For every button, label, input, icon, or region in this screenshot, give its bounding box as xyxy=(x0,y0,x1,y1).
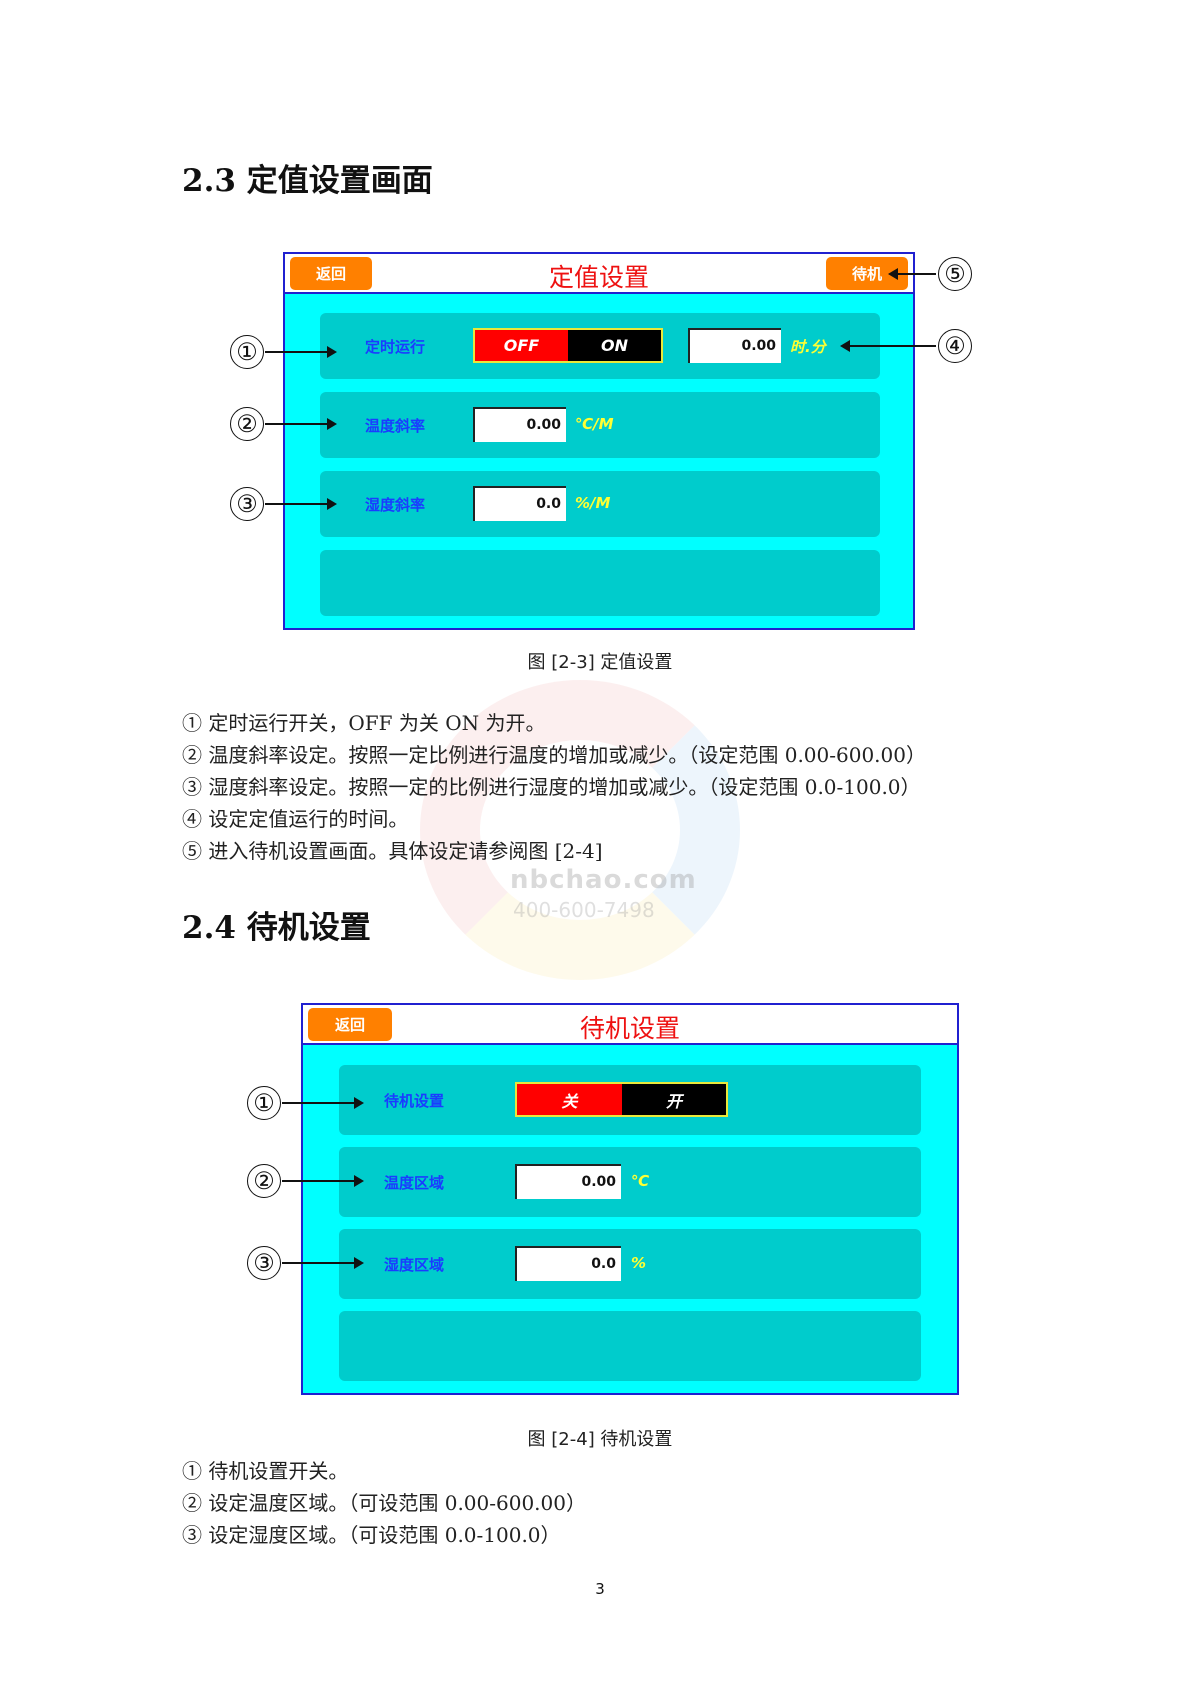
screen-title: 定值设置 xyxy=(548,263,649,292)
watermark-site: nbchao.com xyxy=(510,865,697,895)
setpoint-screen: 返回 定值设置 待机 定时运行 OFF ON 0.00 时.分 温度斜率 0.0… xyxy=(283,252,915,630)
page-number: 3 xyxy=(595,1580,605,1598)
callout-3: ③ xyxy=(230,487,264,521)
section-heading-2-3: 2.3 定值设置画面 xyxy=(182,163,433,199)
temp-slope-row: 温度斜率 0.00 ℃/M xyxy=(320,392,880,458)
timed-run-unit: 时.分 xyxy=(790,338,826,356)
description-item: ① 待机设置开关。 xyxy=(182,1459,349,1483)
arrow-2 xyxy=(282,1176,364,1186)
callout-5: ⑤ xyxy=(938,257,972,291)
arrow-3 xyxy=(282,1258,364,1268)
temp-zone-label: 温度区域 xyxy=(384,1174,445,1192)
humidity-zone-input[interactable]: 0.0 xyxy=(515,1246,621,1281)
empty-row xyxy=(339,1311,921,1381)
callout-4: ④ xyxy=(938,329,972,363)
humidity-slope-unit: %/M xyxy=(575,494,611,512)
standby-screen: 返回 待机设置 待机设置 关 开 温度区域 0.00 ℃ 湿度区域 0.0 % xyxy=(301,1003,959,1395)
humidity-slope-input[interactable]: 0.0 xyxy=(473,486,566,521)
humidity-slope-label: 湿度斜率 xyxy=(365,496,426,514)
description-item: ③ 湿度斜率设定。按照一定的比例进行湿度的增加或减少。（设定范围 0.0-100… xyxy=(182,775,921,799)
description-list-2-4: ① 待机设置开关。 ② 设定温度区域。（可设范围 0.00-600.00） ③ … xyxy=(182,1455,586,1551)
section-heading-2-4: 2.4 待机设置 xyxy=(182,910,371,946)
temp-slope-unit: ℃/M xyxy=(575,415,614,433)
arrow-1 xyxy=(282,1098,364,1108)
watermark-phone: 400-600-7498 xyxy=(513,898,655,922)
arrow-2 xyxy=(265,419,337,429)
screen-topbar: 返回 待机设置 xyxy=(303,1005,957,1045)
timed-run-row: 定时运行 OFF ON 0.00 时.分 xyxy=(320,313,880,379)
toggle-on[interactable]: 开 xyxy=(622,1084,726,1115)
timed-run-toggle[interactable]: OFF ON xyxy=(473,328,663,363)
humidity-zone-row: 湿度区域 0.0 % xyxy=(339,1229,921,1299)
description-list-2-3: ① 定时运行开关，OFF 为关 ON 为开。 ② 温度斜率设定。按照一定比例进行… xyxy=(182,707,926,867)
toggle-on[interactable]: ON xyxy=(568,330,661,361)
description-item: ② 温度斜率设定。按照一定比例进行温度的增加或减少。（设定范围 0.00-600… xyxy=(182,743,926,767)
temp-slope-input[interactable]: 0.00 xyxy=(473,407,566,442)
screen-title: 待机设置 xyxy=(579,1014,680,1043)
callout-1: ① xyxy=(247,1086,281,1120)
back-button[interactable]: 返回 xyxy=(290,257,372,290)
callout-2: ② xyxy=(247,1164,281,1198)
arrow-4 xyxy=(840,341,936,351)
humidity-zone-label: 湿度区域 xyxy=(384,1256,445,1274)
toggle-off[interactable]: 关 xyxy=(517,1084,622,1115)
humidity-slope-row: 湿度斜率 0.0 %/M xyxy=(320,471,880,537)
callout-3: ③ xyxy=(247,1246,281,1280)
toggle-off[interactable]: OFF xyxy=(475,330,568,361)
empty-row xyxy=(320,550,880,616)
temp-slope-label: 温度斜率 xyxy=(365,417,426,435)
screen-topbar: 返回 定值设置 待机 xyxy=(285,254,913,294)
standby-label: 待机设置 xyxy=(384,1092,445,1110)
description-item: ① 定时运行开关，OFF 为关 ON 为开。 xyxy=(182,711,546,735)
description-item: ⑤ 进入待机设置画面。具体设定请参阅图 [2-4] xyxy=(182,839,603,863)
temp-zone-unit: ℃ xyxy=(631,1172,650,1190)
callout-2: ② xyxy=(230,407,264,441)
timed-run-time-input[interactable]: 0.00 xyxy=(688,328,781,363)
back-button[interactable]: 返回 xyxy=(308,1008,392,1041)
description-item: ③ 设定湿度区域。（可设范围 0.0-100.0） xyxy=(182,1523,561,1547)
arrow-5 xyxy=(888,269,936,279)
temp-zone-input[interactable]: 0.00 xyxy=(515,1164,621,1199)
temp-zone-row: 温度区域 0.00 ℃ xyxy=(339,1147,921,1217)
humidity-zone-unit: % xyxy=(631,1254,647,1272)
description-item: ② 设定温度区域。（可设范围 0.00-600.00） xyxy=(182,1491,586,1515)
standby-toggle-row: 待机设置 关 开 xyxy=(339,1065,921,1135)
arrow-1 xyxy=(265,347,337,357)
timed-run-label: 定时运行 xyxy=(365,338,426,356)
arrow-3 xyxy=(265,499,337,509)
description-item: ④ 设定定值运行的时间。 xyxy=(182,807,409,831)
figure-caption-2-3: 图 [2-3] 定值设置 xyxy=(527,652,673,673)
callout-1: ① xyxy=(230,335,264,369)
standby-toggle[interactable]: 关 开 xyxy=(515,1082,728,1117)
figure-caption-2-4: 图 [2-4] 待机设置 xyxy=(527,1429,673,1450)
